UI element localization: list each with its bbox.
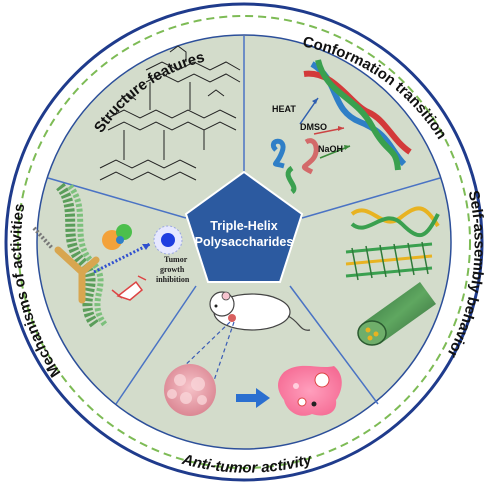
center-title-line1: Triple-Helix <box>210 219 277 233</box>
center-title-line2: Polysaccharides <box>195 235 294 249</box>
macrophage-illustration <box>111 275 147 301</box>
heat-label: HEAT <box>272 104 296 114</box>
immune-cell-illustration <box>102 224 132 250</box>
dashed-ring <box>17 15 471 469</box>
dectin-receptor-illustration <box>32 182 109 330</box>
random-coil-illustration <box>271 138 319 194</box>
sector-dividers <box>47 36 441 405</box>
conformation-arrows <box>299 97 351 159</box>
apoptotic-cell-illustration <box>278 365 342 416</box>
tumor-mass-illustration <box>164 364 216 416</box>
tumor-cell-target-illustration <box>153 225 183 255</box>
signal-arrow-illustration <box>93 242 151 274</box>
assembly-helix-illustration <box>350 206 440 238</box>
mouse-illustration <box>209 291 311 331</box>
tumor-growth-inhibition-label: Tumor growth inhibition <box>156 255 190 284</box>
treatment-arrow <box>236 388 270 408</box>
triple-helix-illustration <box>303 59 412 171</box>
dmso-label: DMSO <box>300 122 327 132</box>
structure-illustration <box>99 45 241 181</box>
nanotube-illustration <box>357 282 436 346</box>
naoh-label: NaOH <box>318 144 343 154</box>
assembly-bundle-illustration <box>345 241 433 281</box>
center-pentagon <box>184 170 304 283</box>
